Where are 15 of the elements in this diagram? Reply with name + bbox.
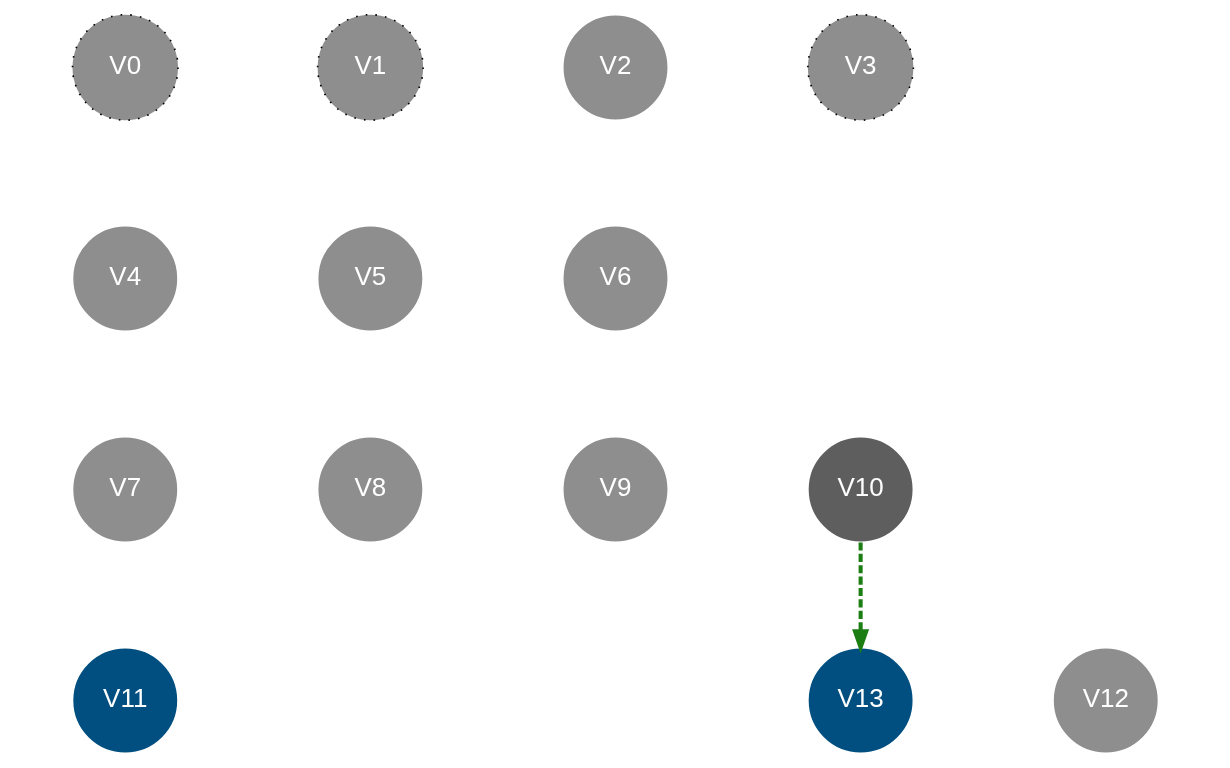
node-circle: V6: [561, 224, 669, 333]
node-circle: V13: [806, 647, 914, 755]
node-circle: V0: [71, 13, 179, 121]
node-circle: V12: [1051, 647, 1159, 755]
arrow: [851, 542, 869, 654]
node-circle: V2: [561, 13, 669, 121]
node-circle: V8: [316, 435, 424, 544]
node-circle: V4: [71, 224, 179, 333]
node-circle: V10: [806, 435, 914, 544]
node-circle: V7: [71, 435, 179, 544]
node-circle: V1: [316, 13, 424, 121]
node-circle: V11: [71, 647, 179, 755]
node-circle: V5: [316, 224, 424, 333]
node-circle: V9: [561, 435, 669, 544]
node-circle: V3: [806, 13, 914, 121]
